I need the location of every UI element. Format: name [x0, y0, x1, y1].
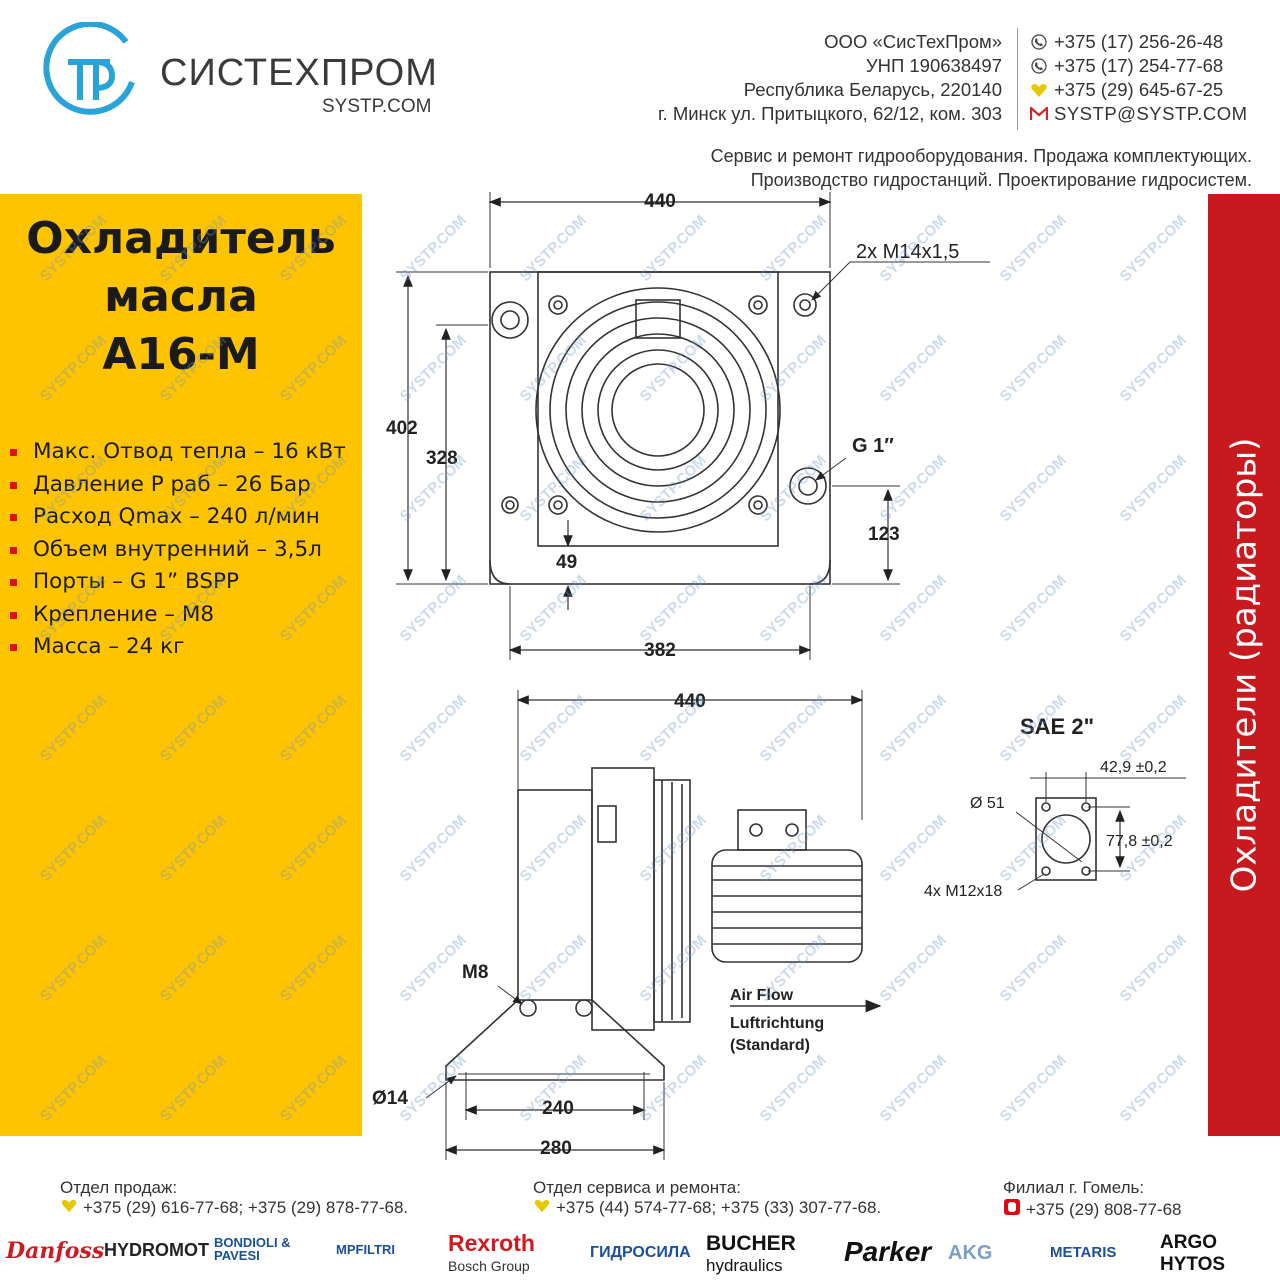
company-country: Республика Беларусь, 220140 [743, 79, 1002, 100]
brand-hydromot: HYDROMOT [104, 1240, 209, 1260]
product-title: Охладитель масла А16-М [26, 213, 336, 380]
spec-item: Порты – G 1” BSPP [10, 566, 360, 599]
brand-akg: AKG [948, 1242, 993, 1264]
footer-service: Отдел сервиса и ремонта: +375 (44) 574-7… [533, 1178, 882, 1218]
spec-list: Макс. Отвод тепла – 16 кВт Давление Р ра… [10, 436, 360, 664]
airflow-label-2: Luftrichtung [730, 1015, 824, 1032]
service-phones[interactable]: +375 (44) 574-77-68; +375 (33) 307-77-68… [533, 1198, 881, 1218]
technical-drawing: 440 2x M14x1,5 402 328 G 1″ 123 49 382 4… [372, 191, 1186, 1160]
contact-phone-1[interactable]: +375 (17) 256-26-48 [1030, 30, 1248, 54]
brand-logo-strip: Danfoss HYDROMOT BONDIOLI & PAVESI MPFIL… [0, 1228, 1280, 1280]
velcom-heart-icon [533, 1198, 551, 1218]
dim-mount: M8 [462, 962, 488, 983]
dim-port: G 1″ [852, 435, 894, 457]
dim-base-outer: 280 [540, 1138, 572, 1159]
dim-base: 382 [644, 640, 676, 661]
company-address: г. Минск ул. Притыцкого, 62/12, ком. 303 [658, 103, 1002, 124]
brand-parker: Parker [844, 1236, 932, 1267]
brand-rexroth: Rexroth [448, 1230, 535, 1256]
footer-sales: Отдел продаж: +375 (29) 616-77-68; +375 … [60, 1178, 409, 1218]
flange-dim-a: 42,9 ±0,2 [1100, 759, 1167, 776]
category-band [1208, 194, 1280, 1136]
spec-item: Объем внутренний – 3,5л [10, 534, 360, 567]
brand-metaris: METARIS [1050, 1244, 1117, 1261]
brand-bondioli: BONDIOLI & PAVESI [214, 1235, 291, 1263]
header-contacts: +375 (17) 256-26-48 +375 (17) 254-77-68 … [1030, 30, 1248, 126]
brand-name: СИСТЕХПРОМ [160, 52, 438, 94]
phone-icon [1030, 33, 1048, 51]
flange-dia: Ø 51 [970, 795, 1005, 812]
brand-bucher-sub: hydraulics [706, 1256, 783, 1275]
company-logo [43, 22, 135, 115]
flange-dim-b: 77,8 ±0,2 [1106, 833, 1173, 850]
dim-height-inner: 328 [426, 448, 458, 469]
spec-item: Макс. Отвод тепла – 16 кВт [10, 436, 360, 469]
dim-thread: 2x M14x1,5 [856, 241, 959, 263]
company-info: ООО «СисТехПром» УНП 190638497 Республик… [658, 30, 1002, 126]
spec-item: Крепление – М8 [10, 599, 360, 632]
contact-phone-2[interactable]: +375 (17) 254-77-68 [1030, 54, 1248, 78]
brand-site[interactable]: SYSTP.COM [322, 96, 432, 117]
brand-argo: ARGO [1160, 1232, 1217, 1253]
category-label: Охладители (радиаторы) [1224, 437, 1264, 893]
contact-email[interactable]: SYSTP@SYSTP.COM [1030, 102, 1248, 126]
flange-title: SAE 2" [1020, 714, 1094, 739]
velcom-heart-icon [60, 1198, 78, 1218]
dim-base-inner: 240 [542, 1098, 574, 1119]
brand-hytos: HYTOS [1160, 1254, 1226, 1275]
airflow-label-1: Air Flow [730, 987, 794, 1004]
brand-bosch: Bosch Group [448, 1258, 530, 1274]
spec-item: Давление Р раб – 26 Бар [10, 469, 360, 502]
spec-item: Масса – 24 кг [10, 631, 360, 664]
header-divider [1017, 28, 1018, 130]
dim-top-width: 440 [644, 191, 676, 212]
velcom-heart-icon [1030, 81, 1048, 99]
brand-bucher: BUCHER [706, 1232, 796, 1255]
airflow-label-3: (Standard) [730, 1037, 810, 1054]
dim-height-outer: 402 [386, 418, 418, 439]
brand-danfoss: Danfoss [6, 1238, 105, 1264]
mail-icon [1030, 105, 1048, 123]
dim-side-width: 440 [674, 691, 706, 712]
dim-123: 123 [868, 524, 900, 545]
dim-49: 49 [556, 552, 577, 573]
flange-bolts: 4x M12x18 [924, 883, 1002, 900]
phone-icon [1030, 57, 1048, 75]
spec-panel [0, 194, 362, 1136]
footer-branch: Филиал г. Гомель: +375 (29) 808-77-68 [1003, 1178, 1181, 1221]
company-name: ООО «СисТехПром» [824, 31, 1002, 52]
company-unp: УНП 190638497 [865, 55, 1002, 76]
contact-phone-3[interactable]: +375 (29) 645-67-25 [1030, 78, 1248, 102]
mts-icon [1003, 1198, 1021, 1221]
services-text: Сервис и ремонт гидрооборудования. Прода… [710, 146, 1252, 190]
branch-phones[interactable]: +375 (29) 808-77-68 [1003, 1198, 1181, 1221]
brand-gidrosila: ГИДРОСИЛА [590, 1244, 691, 1261]
dim-hole: Ø14 [372, 1088, 408, 1109]
spec-item: Расход Qmax – 240 л/мин [10, 501, 360, 534]
sales-phones[interactable]: +375 (29) 616-77-68; +375 (29) 878-77-68… [60, 1198, 408, 1218]
brand-mpfiltri: MPFILTRI [336, 1242, 395, 1257]
